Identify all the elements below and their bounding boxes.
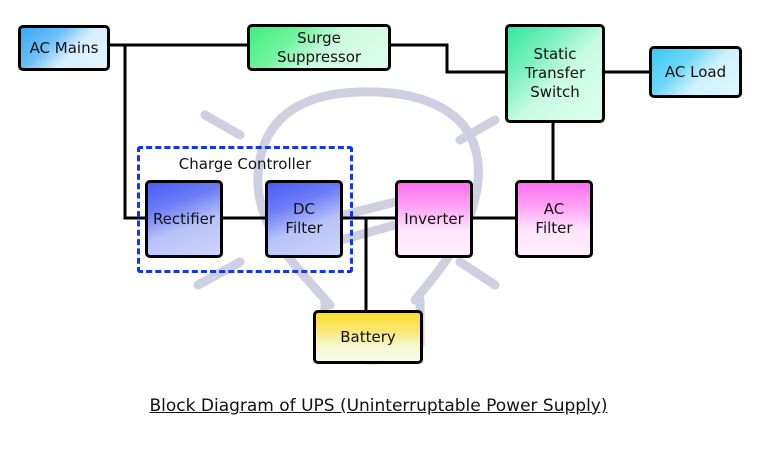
wire-surge-sts (389, 43, 507, 74)
block-battery: Battery (313, 310, 423, 364)
block-inverter: Inverter (395, 180, 473, 258)
charge-controller-label: Charge Controller (178, 155, 312, 173)
block-surge-suppressor: Surge Suppressor (247, 24, 391, 71)
block-ac-load: AC Load (649, 46, 742, 98)
charge-controller-group (137, 146, 353, 273)
block-dc-filter: DC Filter (265, 180, 343, 258)
block-ac-mains: AC Mains (18, 25, 110, 71)
block-ac-filter: AC Filter (515, 180, 593, 258)
diagram-title: Block Diagram of UPS (Uninterruptable Po… (149, 396, 608, 416)
block-rectifier: Rectifier (145, 180, 223, 258)
block-static-transfer-switch: Static Transfer Switch (505, 24, 605, 123)
